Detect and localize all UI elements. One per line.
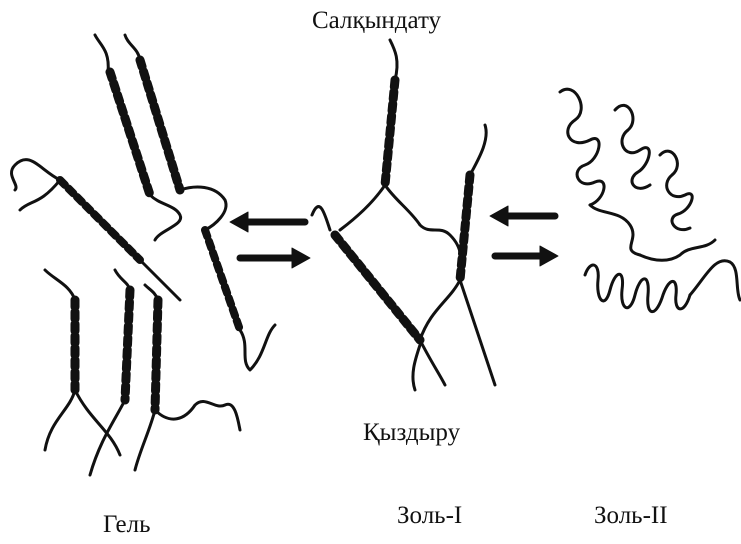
- gel-strand: [155, 401, 240, 430]
- sol2-strand: [640, 240, 715, 260]
- sol1-strand: [460, 280, 495, 385]
- gel-strand: [45, 390, 75, 450]
- sol-1-label: Золь-I: [397, 503, 462, 528]
- gel-helix-3: [60, 180, 140, 260]
- arrow-right-icon: [495, 246, 558, 266]
- gel-label: Гель: [103, 512, 151, 537]
- sol2-coil-4: [585, 265, 690, 312]
- gel-strand: [95, 35, 108, 72]
- gel-strand: [90, 400, 125, 475]
- gel-strand: [240, 325, 275, 370]
- sol1-strand: [420, 340, 445, 385]
- sol1-helix-1: [385, 80, 395, 185]
- sol2-coil-1: [560, 89, 604, 205]
- gel-strand: [150, 195, 181, 240]
- sol1-strand: [420, 280, 460, 340]
- gel-helix-4: [205, 230, 240, 330]
- sol2-coil-2: [615, 105, 650, 188]
- cooling-label: Салқындату: [312, 8, 441, 33]
- sol1-strand: [390, 40, 397, 80]
- gel-strand: [145, 285, 158, 300]
- gel-helix-1: [110, 72, 150, 195]
- gel-strand: [20, 180, 60, 210]
- gel-strand: [180, 187, 226, 230]
- sol1-strand: [385, 185, 461, 265]
- arrow-left-icon: [230, 212, 305, 232]
- gel-strand: [135, 410, 155, 470]
- sol-2-coils: [560, 89, 740, 311]
- sol-2-label: Золь-II: [594, 503, 668, 528]
- gel-helix-7: [155, 300, 158, 410]
- heating-label: Қыздыру: [363, 420, 460, 445]
- gel-strand: [11, 160, 60, 190]
- sol2-strand: [590, 205, 640, 255]
- sol-1-network: [312, 40, 495, 390]
- sol2-coil-3: [660, 151, 692, 230]
- gel-network: [11, 35, 275, 475]
- gel-strand: [125, 35, 140, 60]
- arrow-right-icon: [240, 248, 310, 268]
- gel-helix-6: [125, 290, 130, 400]
- gel-strand: [115, 270, 130, 290]
- sol1-strand: [470, 125, 486, 175]
- sol1-strand: [312, 207, 330, 230]
- sol1-helix-3: [335, 235, 420, 340]
- sol2-strand: [690, 261, 740, 300]
- sol1-strand: [340, 185, 385, 230]
- gel-strand: [45, 270, 75, 300]
- arrow-left-icon: [490, 206, 555, 226]
- sol1-strand: [413, 345, 420, 390]
- gel-strand: [140, 260, 180, 300]
